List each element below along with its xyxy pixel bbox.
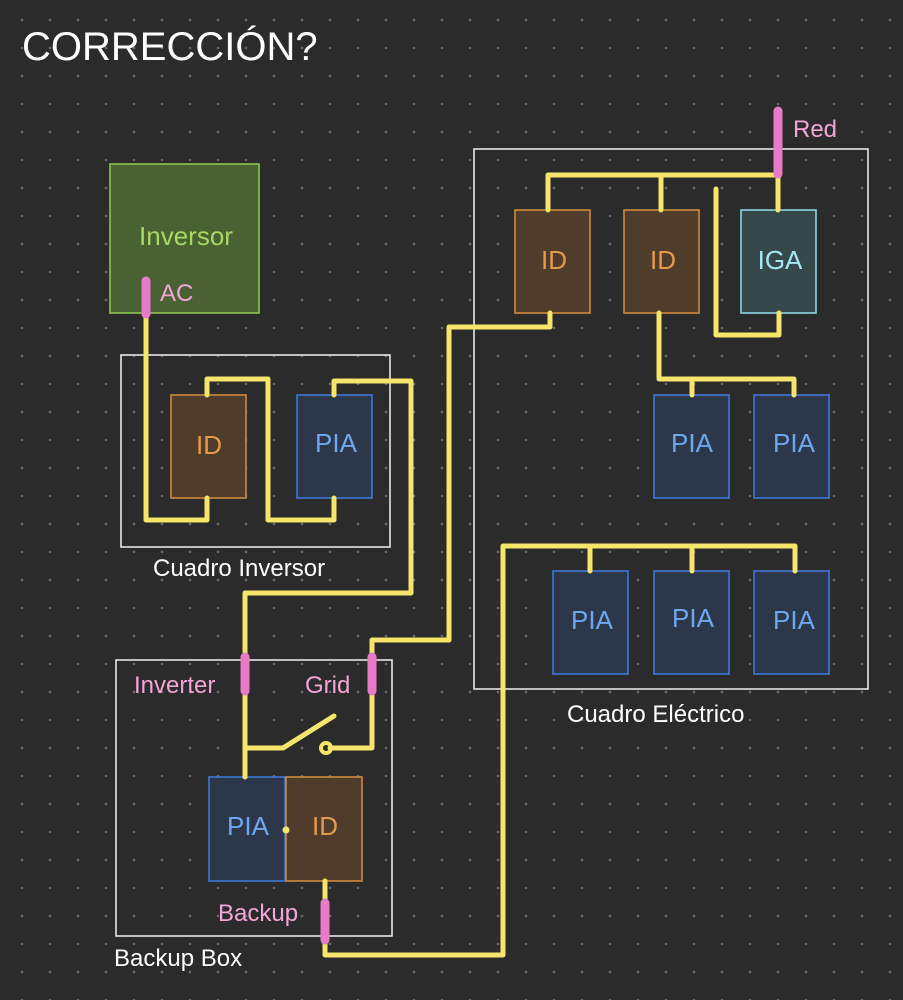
wire-grid-to-id [369, 310, 553, 665]
inversor-block [109, 163, 260, 314]
pia-id-link [282, 826, 290, 834]
cuadro-electrico-box [473, 148, 869, 690]
diagram-title: CORRECCIÓN? [22, 24, 318, 69]
switch-contact [319, 741, 333, 755]
transfer-switch-blade [242, 713, 337, 751]
cuadro-electrico-iga-label: IGA [758, 245, 803, 275]
wire-backup-to-pias [322, 543, 798, 958]
cuadro-inversor-caption: Cuadro Inversor [153, 555, 325, 582]
cuadro-electrico-id-1-label: ID [541, 245, 567, 275]
cuadro-electrico-pia-lower-1 [552, 570, 629, 675]
cuadro-electrico-caption: Cuadro Eléctrico [567, 701, 744, 728]
backup-box-pia-label: PIA [227, 811, 270, 841]
ac-port-label: AC [160, 280, 193, 307]
inverter-port-label: Inverter [134, 672, 215, 699]
cuadro-electrico-iga [740, 209, 817, 314]
backup-box-id-label: ID [312, 811, 338, 841]
cuadro-electrico-pia-lower-3-label: PIA [773, 605, 816, 635]
cuadro-electrico-pia-upper-1 [653, 394, 730, 499]
cuadro-inversor-pia-label: PIA [315, 428, 358, 458]
inversor-label: Inversor [139, 221, 233, 251]
backup-box-enclosure [115, 659, 393, 937]
wire-ac-to-id [143, 309, 210, 523]
cuadro-electrico-id-1 [514, 209, 591, 314]
red-port-label: Red [793, 116, 837, 143]
cuadro-electrico-pia-upper-1-label: PIA [671, 428, 714, 458]
grid-port-label: Grid [305, 672, 350, 699]
backup-box-caption: Backup Box [114, 945, 242, 972]
cuadro-inversor-id-label: ID [196, 430, 222, 460]
backup-box-pia [208, 776, 286, 882]
cuadro-electrico-pia-lower-1-label: PIA [571, 605, 614, 635]
wire-pia-to-inverter-port [242, 378, 414, 665]
cuadro-electrico-id-2-label: ID [650, 245, 676, 275]
cuadro-inversor-box [120, 354, 391, 548]
cuadro-electrico-pia-lower-3 [753, 570, 830, 675]
cuadro-electrico-pia-upper-2-label: PIA [773, 428, 816, 458]
wire-grid-to-switch [327, 685, 375, 751]
cuadro-electrico-pia-upper-2 [753, 394, 830, 499]
cuadro-electrico-id-2 [623, 209, 700, 314]
wire-id2-to-pias [656, 310, 797, 398]
wire-id-to-pia [204, 376, 337, 523]
backup-port-label: Backup [218, 900, 298, 927]
wires [143, 146, 798, 958]
wire-iga-bottom [713, 186, 782, 338]
cuadro-electrico-pia-lower-2-label: PIA [672, 603, 715, 633]
